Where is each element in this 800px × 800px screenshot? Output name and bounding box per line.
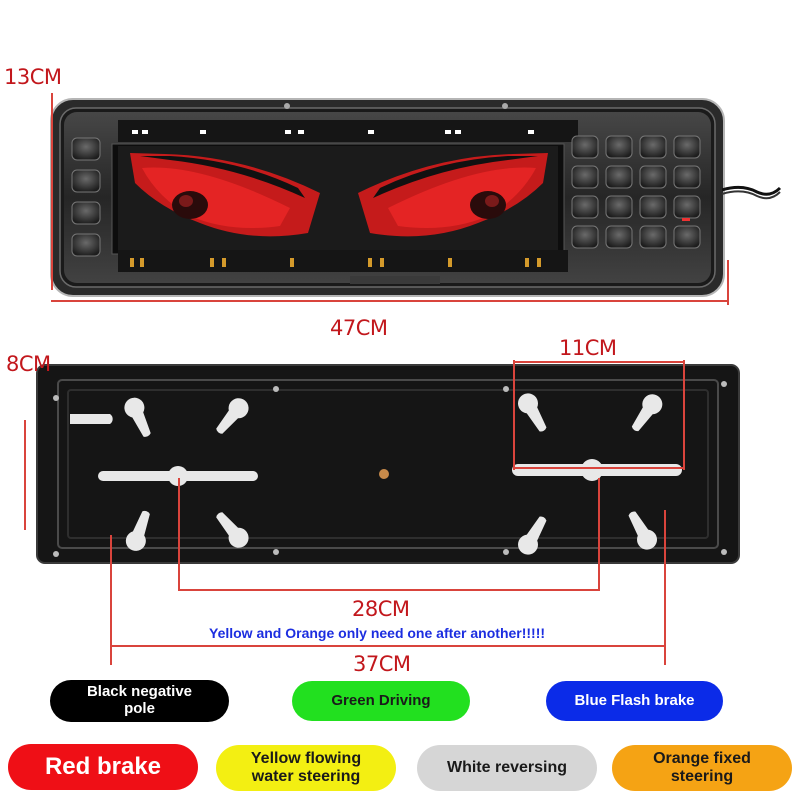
legend-white: White reversing xyxy=(417,745,597,791)
dimension-spacing-inner: 28CM xyxy=(352,597,410,621)
dimension-height-top: 13CM xyxy=(4,65,62,89)
legend-orange-line2: steering xyxy=(670,768,734,785)
mounting-plate-back-image xyxy=(36,364,740,564)
legend-green-label: Green Driving xyxy=(331,691,431,709)
dimension-height-bottom: 8CM xyxy=(6,352,51,376)
legend-green: Green Driving xyxy=(292,681,470,721)
instruction-note: Yellow and Orange only need one after an… xyxy=(209,625,546,641)
legend-blue: Blue Flash brake xyxy=(546,681,723,721)
legend-blue-label: Blue Flash brake xyxy=(574,691,695,709)
legend-orange: Orange fixed steering xyxy=(612,745,792,791)
legend-black-line2: pole xyxy=(124,700,155,717)
legend-black: Black negative pole xyxy=(50,680,229,722)
legend-orange-line1: Orange fixed xyxy=(653,750,751,768)
dimension-spacing-outer: 37CM xyxy=(353,652,411,676)
wire-image xyxy=(722,185,782,200)
led-plate-front-image xyxy=(50,98,725,297)
legend-yellow-line2: water steering xyxy=(251,768,361,785)
dimension-length-top: 47CM xyxy=(330,316,388,340)
legend-white-label: White reversing xyxy=(446,759,568,777)
dimension-width-slot: 11CM xyxy=(559,336,617,360)
legend-red-label: Red brake xyxy=(44,752,162,780)
legend-red: Red brake xyxy=(8,744,198,790)
legend-black-line1: Black negative xyxy=(86,683,193,701)
legend-yellow-line1: Yellow flowing xyxy=(250,750,362,768)
legend-yellow: Yellow flowing water steering xyxy=(216,745,396,791)
